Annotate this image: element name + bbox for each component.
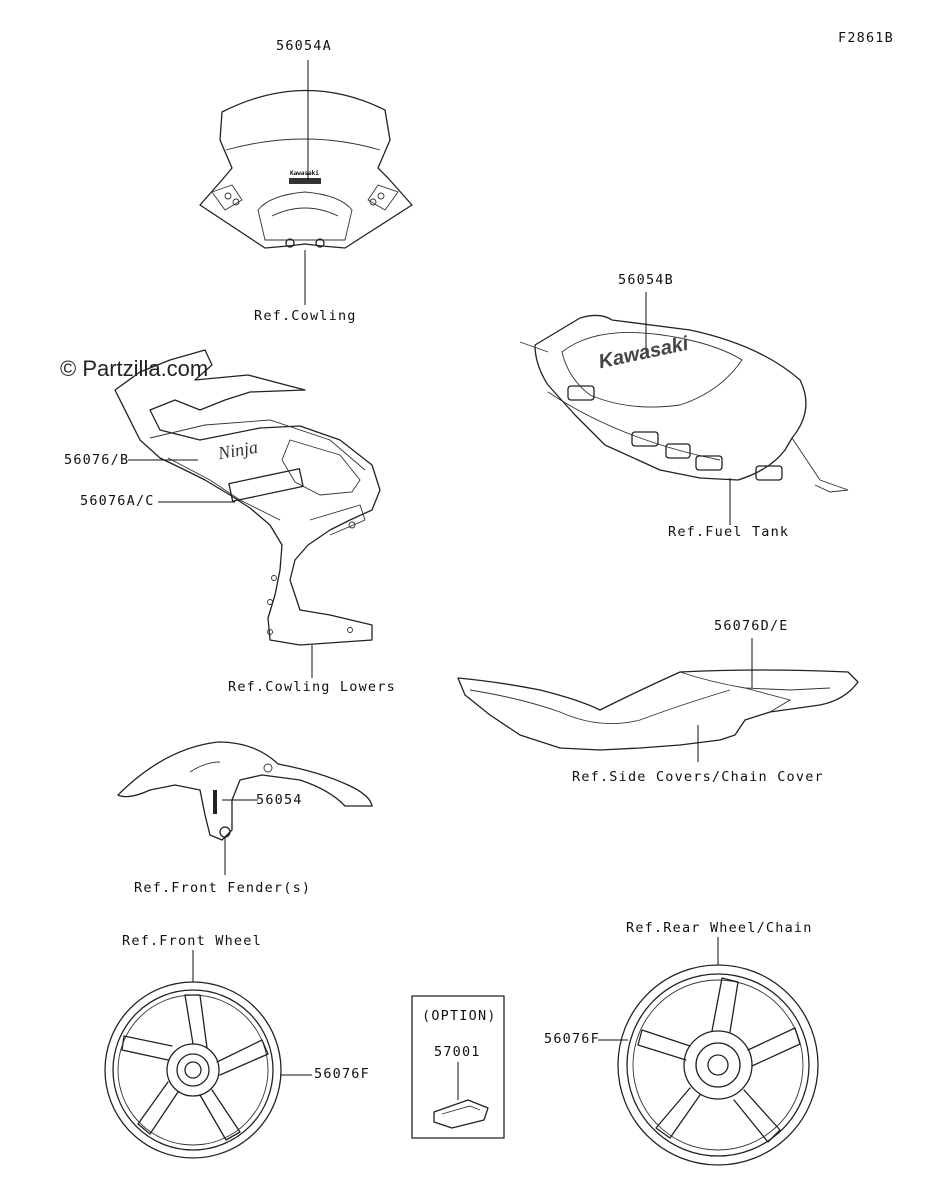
rear-wheel-drawing: [598, 937, 819, 1166]
label-ref-cowling-lowers: Ref.Cowling Lowers: [228, 679, 396, 695]
tail-cover-drawing: [457, 638, 859, 762]
label-rear-wheel-part: 56076F: [544, 1031, 600, 1047]
side-cowling-drawing: [114, 349, 381, 678]
label-side-upper-part: 56076/B: [64, 452, 130, 468]
label-tank-part: 56054B: [618, 272, 674, 288]
label-front-wheel-part: 56076F: [314, 1066, 370, 1082]
label-ref-rear-wheel: Ref.Rear Wheel/Chain: [626, 920, 813, 936]
label-tail-part: 56076D/E: [714, 618, 789, 634]
front-fender-drawing: [117, 741, 373, 875]
label-option-header: (OPTION): [422, 1008, 497, 1024]
front-wheel-spokes: [121, 994, 269, 1141]
windshield-cowl-drawing: [199, 60, 413, 305]
label-ref-front-wheel: Ref.Front Wheel: [122, 933, 262, 949]
fuel-tank-drawing: [519, 292, 849, 525]
label-ref-cowling: Ref.Cowling: [254, 308, 357, 324]
label-ref-fuel-tank: Ref.Fuel Tank: [668, 524, 790, 540]
figure-code: F2861B: [838, 30, 894, 46]
rear-wheel-spokes: [637, 977, 801, 1143]
windshield-brand-decal: Kawasaki: [290, 170, 319, 177]
label-ref-side-covers: Ref.Side Covers/Chain Cover: [572, 769, 824, 785]
watermark: © Partzilla.com: [60, 356, 209, 381]
option-box-drawing: [411, 995, 505, 1139]
label-side-lower-part: 56076A/C: [80, 493, 155, 509]
label-ref-front-fender: Ref.Front Fender(s): [134, 880, 312, 896]
front-wheel-drawing: [104, 950, 312, 1159]
label-fender-part: 56054: [256, 792, 303, 808]
label-option-part: 57001: [434, 1044, 481, 1060]
label-windshield-part: 56054A: [276, 38, 332, 54]
